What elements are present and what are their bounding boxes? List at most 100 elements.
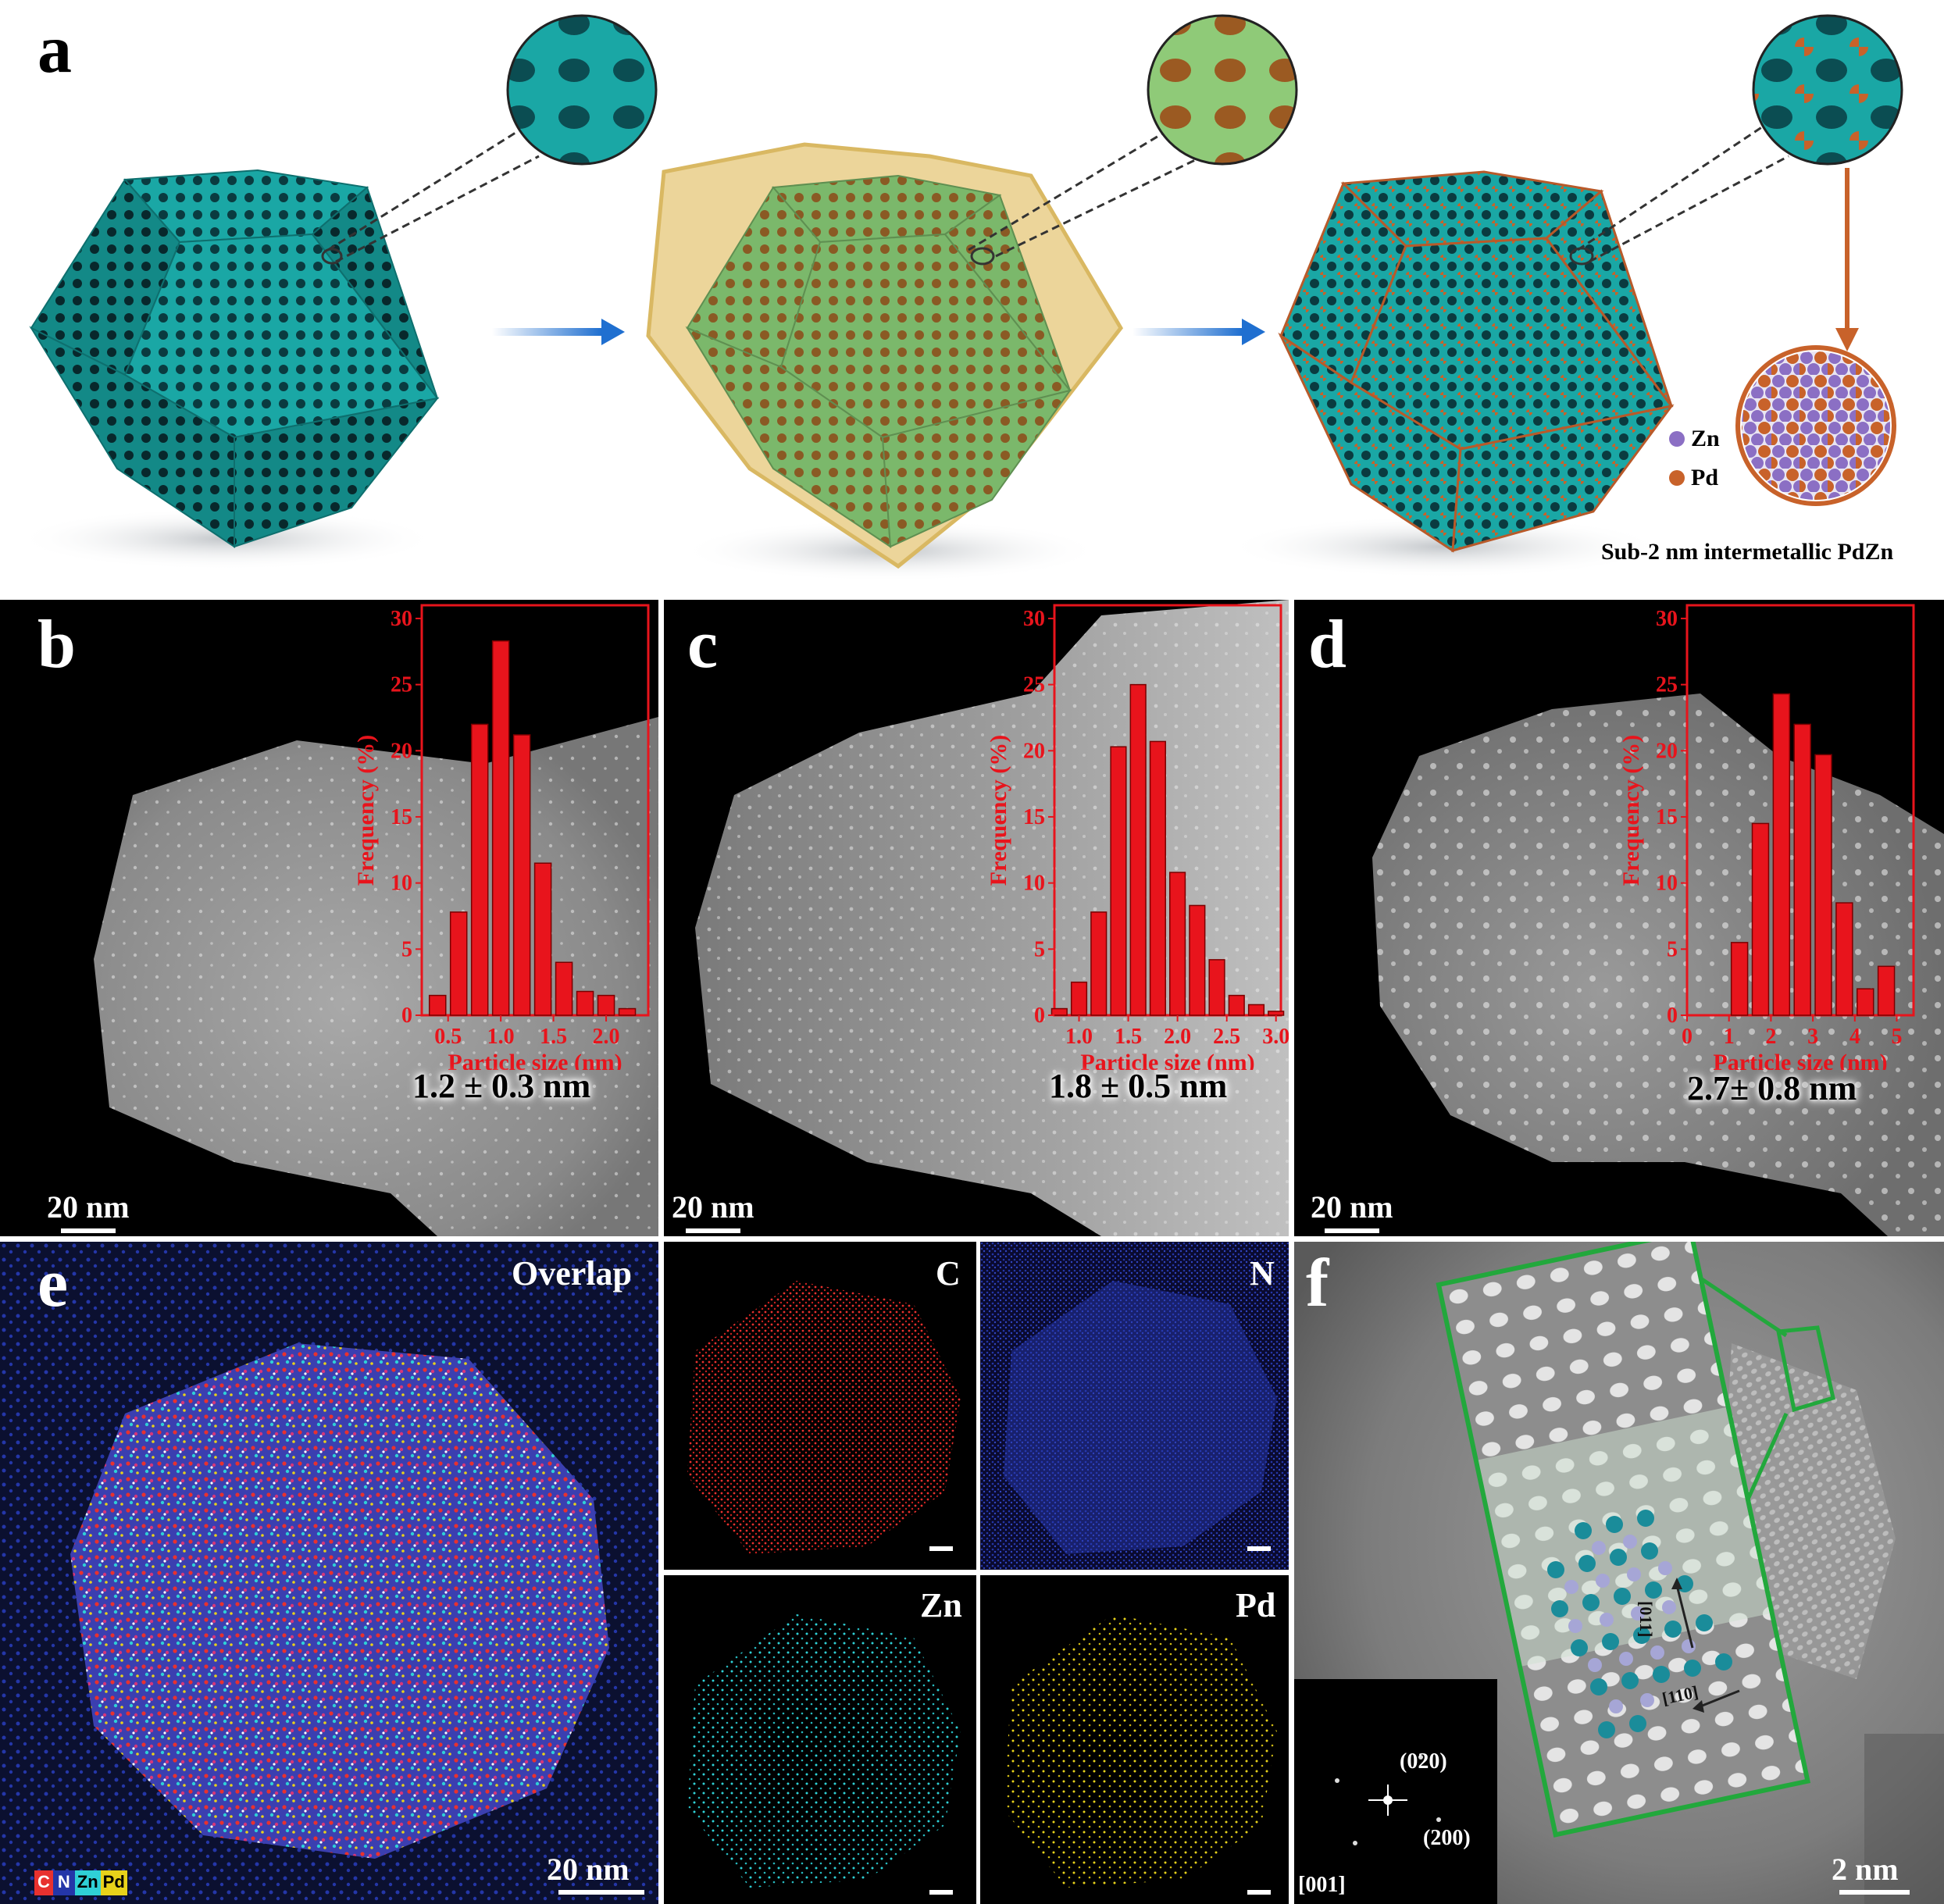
zoom-line — [1577, 123, 1766, 251]
x-tick-label: 3 — [1807, 1025, 1818, 1049]
x-tick-label: 1.0 — [487, 1025, 515, 1049]
pd-legend-dot — [1669, 470, 1685, 486]
key-zn: Zn — [74, 1870, 101, 1895]
zoom-line — [968, 131, 1165, 251]
histogram-bar — [1730, 942, 1749, 1016]
histogram-bar — [512, 734, 531, 1016]
legend-zn-label: Zn — [1691, 426, 1720, 451]
polyhedron-zif8 — [29, 169, 440, 548]
x-axis-label: Particle size (nm) — [1080, 1050, 1254, 1070]
histogram-bar — [1857, 988, 1874, 1016]
overlap-label: Overlap — [512, 1254, 632, 1293]
histogram-bar — [1793, 723, 1811, 1016]
color-key: C N Zn Pd — [34, 1870, 127, 1895]
scale-bar-e — [558, 1890, 644, 1895]
map-n-image — [980, 1242, 1289, 1570]
y-axis-label: Frequency (%) — [1618, 735, 1644, 886]
histogram-bar — [1110, 746, 1127, 1016]
scale-bar-label-e: 20 nm — [547, 1852, 630, 1887]
direction-label-011: [011] — [1636, 1601, 1656, 1638]
y-tick-label: 10 — [391, 872, 412, 896]
x-axis-label: Particle size (nm) — [1713, 1050, 1887, 1070]
y-tick-label: 30 — [391, 607, 412, 631]
x-tick-label: 3.0 — [1262, 1025, 1289, 1049]
y-tick-label: 25 — [1656, 673, 1678, 697]
map-pd-scale — [1247, 1890, 1271, 1895]
arrow-step-2 — [1133, 319, 1265, 345]
pdzn-particle — [1735, 345, 1896, 506]
zn-legend-dot — [1669, 431, 1685, 447]
y-tick-label: 15 — [1023, 805, 1045, 829]
panel-a: a — [0, 0, 1944, 594]
zoom-line — [335, 155, 540, 263]
histogram-bar — [533, 862, 552, 1016]
size-label-c: 1.8 ± 0.5 nm — [1049, 1067, 1228, 1105]
panel-a-schematic — [16, 14, 1903, 582]
scale-bar-label-f: 2 nm — [1832, 1852, 1899, 1887]
x-axis-label: Particle size (nm) — [448, 1050, 622, 1070]
histogram-bar — [491, 640, 510, 1016]
y-axis-label: Frequency (%) — [986, 735, 1011, 886]
histogram-bar — [1835, 902, 1853, 1016]
arrow-step-1 — [492, 319, 625, 345]
y-tick-label: 15 — [391, 805, 412, 829]
histogram-bar — [1090, 911, 1108, 1016]
scale-bar-b — [61, 1228, 116, 1233]
y-tick-label: 20 — [1656, 739, 1678, 763]
fft-label-001: [001] — [1298, 1873, 1346, 1897]
size-label-b: 1.2 ± 0.3 nm — [412, 1067, 591, 1105]
x-tick-label: 1.5 — [1115, 1025, 1142, 1049]
y-tick-label: 10 — [1656, 872, 1678, 896]
histogram-bar — [428, 994, 447, 1016]
zoom-circle-zif8 — [506, 14, 658, 166]
map-pd-label: Pd — [1236, 1586, 1276, 1624]
histogram-bar — [555, 961, 573, 1016]
polyhedron-pdzn — [1278, 170, 1675, 553]
hrtem-image — [1294, 1242, 1944, 1904]
panel-b — [0, 600, 658, 1236]
histogram-bar — [1129, 683, 1147, 1016]
panel-letter-f: f — [1306, 1246, 1329, 1321]
histogram-bar — [576, 990, 594, 1016]
panel-f — [1294, 1242, 1944, 1904]
map-n-label: N — [1250, 1254, 1275, 1293]
panel-letter-c: c — [687, 607, 719, 683]
histogram-bar — [1070, 981, 1088, 1016]
y-tick-label: 15 — [1656, 805, 1678, 829]
y-tick-label: 5 — [401, 937, 412, 961]
scale-bar-f — [1839, 1890, 1910, 1895]
zoom-spot — [321, 248, 343, 265]
scale-bar-label-d: 20 nm — [1311, 1189, 1393, 1225]
map-zn-label: Zn — [920, 1586, 962, 1624]
histogram-bar — [1247, 1004, 1265, 1016]
key-pd: Pd — [100, 1870, 127, 1895]
histogram-bar — [1877, 965, 1896, 1016]
x-tick-label: 1.5 — [540, 1025, 567, 1049]
histogram-bar — [1772, 693, 1791, 1016]
map-zn — [664, 1575, 976, 1904]
panel-e-overlap — [0, 1242, 658, 1904]
atom-model — [1547, 1510, 1732, 1738]
histogram-bar — [1751, 822, 1770, 1016]
x-tick-label: 5 — [1892, 1025, 1903, 1049]
histogram-bar — [1208, 959, 1225, 1016]
map-c-scale — [929, 1546, 953, 1551]
map-n-scale — [1247, 1546, 1271, 1551]
histogram-bar — [470, 723, 489, 1016]
y-tick-label: 30 — [1656, 607, 1678, 631]
x-tick-label: 2.5 — [1213, 1025, 1240, 1049]
y-axis-label: Frequency (%) — [353, 735, 379, 886]
map-pd-image — [1004, 1614, 1277, 1888]
histogram-bar — [618, 1007, 637, 1016]
x-tick-label: 4 — [1849, 1025, 1860, 1049]
panel-letter-e: e — [37, 1246, 69, 1321]
x-tick-label: 0.5 — [434, 1025, 462, 1049]
x-tick-label: 1.0 — [1065, 1025, 1093, 1049]
scale-bar-d — [1325, 1228, 1379, 1233]
zoom-line — [1589, 155, 1789, 263]
map-pd — [980, 1575, 1289, 1904]
scale-bar-c — [686, 1228, 740, 1233]
x-tick-label: 1 — [1724, 1025, 1735, 1049]
